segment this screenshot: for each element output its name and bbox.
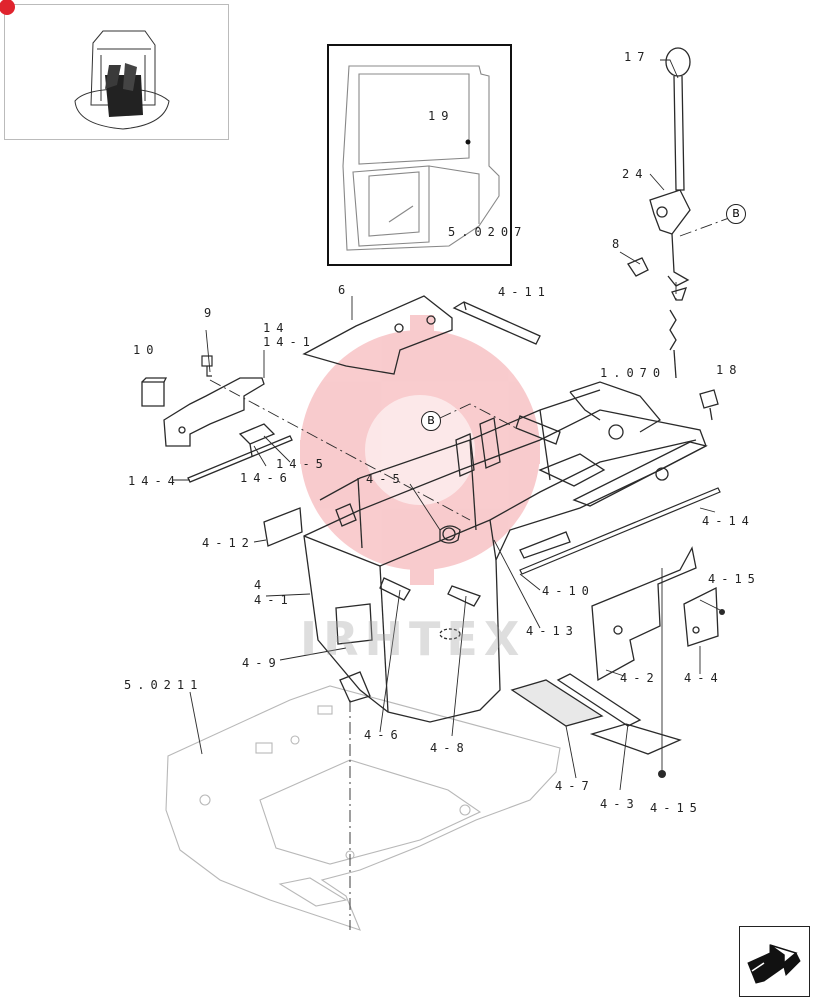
callout-4-11[interactable]: 4-11 bbox=[498, 285, 551, 299]
center-lines bbox=[209, 213, 741, 930]
strip-4-14 bbox=[519, 487, 721, 575]
callout-4-13[interactable]: 4-13 bbox=[526, 624, 579, 638]
watermark-gear-hole bbox=[365, 395, 475, 505]
lever-assembly bbox=[627, 47, 691, 379]
cab-outline-drawing bbox=[342, 65, 500, 251]
screw-9 bbox=[201, 355, 213, 377]
callout-4-4[interactable]: 4-4 bbox=[684, 671, 724, 685]
callout-4-15a[interactable]: 4-15 bbox=[708, 572, 761, 586]
cover-panel-6 bbox=[302, 295, 453, 375]
callout-19[interactable]: 19 bbox=[428, 109, 455, 123]
watermark-text: IRHTEX bbox=[300, 612, 526, 666]
callout-4-10[interactable]: 4-10 bbox=[542, 584, 595, 598]
panel-4-2 bbox=[591, 546, 697, 682]
callout-14-6[interactable]: 14-6 bbox=[240, 471, 293, 485]
callout-14-4[interactable]: 14-4 bbox=[128, 474, 181, 488]
callout-5-0211[interactable]: 5.0211 bbox=[124, 678, 204, 692]
bolt-18 bbox=[699, 389, 719, 421]
callout-4-8[interactable]: 4-8 bbox=[430, 741, 470, 755]
dimension-arrows bbox=[658, 609, 725, 778]
machine-thumbnail[interactable] bbox=[0, 0, 229, 140]
callout-4-9[interactable]: 4-9 bbox=[242, 656, 282, 670]
plate-4-4 bbox=[683, 586, 719, 647]
callout-4-3[interactable]: 4-3 bbox=[600, 797, 640, 811]
callout-14[interactable]: 14 bbox=[263, 321, 290, 335]
callout-10[interactable]: 10 bbox=[133, 343, 160, 357]
plate-4-7 bbox=[510, 673, 682, 755]
callout-14-1[interactable]: 14-1 bbox=[263, 335, 316, 349]
callout-4[interactable]: 4 bbox=[254, 578, 268, 592]
callout-B-mid[interactable]: B bbox=[421, 411, 441, 431]
leader-lines bbox=[172, 59, 725, 791]
callout-4-12[interactable]: 4-12 bbox=[202, 536, 255, 550]
bar-4-11 bbox=[452, 301, 541, 345]
callout-4-2[interactable]: 4-2 bbox=[620, 671, 660, 685]
callout-24[interactable]: 24 bbox=[622, 167, 649, 181]
callout-6[interactable]: 6 bbox=[338, 283, 352, 297]
panel-4-12 bbox=[263, 507, 303, 547]
callout-8[interactable]: 8 bbox=[612, 237, 626, 251]
callout-4-5[interactable]: 4-5 bbox=[366, 472, 406, 486]
callout-4-6[interactable]: 4-6 bbox=[364, 728, 404, 742]
callout-9[interactable]: 9 bbox=[204, 306, 218, 320]
callout-17[interactable]: 17 bbox=[624, 50, 651, 64]
cab-thumbnail-icon bbox=[74, 30, 170, 130]
bracket-14 bbox=[163, 377, 265, 447]
pad-10 bbox=[141, 377, 168, 407]
callout-5-0207[interactable]: 5.0207 bbox=[448, 225, 528, 239]
cab-inset-box[interactable] bbox=[327, 44, 512, 266]
callout-4-7[interactable]: 4-7 bbox=[555, 779, 595, 793]
callout-18[interactable]: 18 bbox=[716, 363, 743, 377]
callout-4-15b[interactable]: 4-15 bbox=[650, 801, 703, 815]
page-marker-icon bbox=[0, 0, 15, 15]
callout-1-070[interactable]: 1.070 bbox=[600, 366, 667, 380]
floor-plate-ghost bbox=[165, 685, 561, 931]
next-page-button[interactable] bbox=[739, 926, 810, 997]
callout-14-5[interactable]: 14-5 bbox=[276, 457, 329, 471]
callout-4-1[interactable]: 4-1 bbox=[254, 593, 294, 607]
callout-B-top[interactable]: B bbox=[726, 204, 746, 224]
callout-4-14[interactable]: 4-14 bbox=[702, 514, 755, 528]
next-page-arrow-icon bbox=[747, 944, 801, 984]
